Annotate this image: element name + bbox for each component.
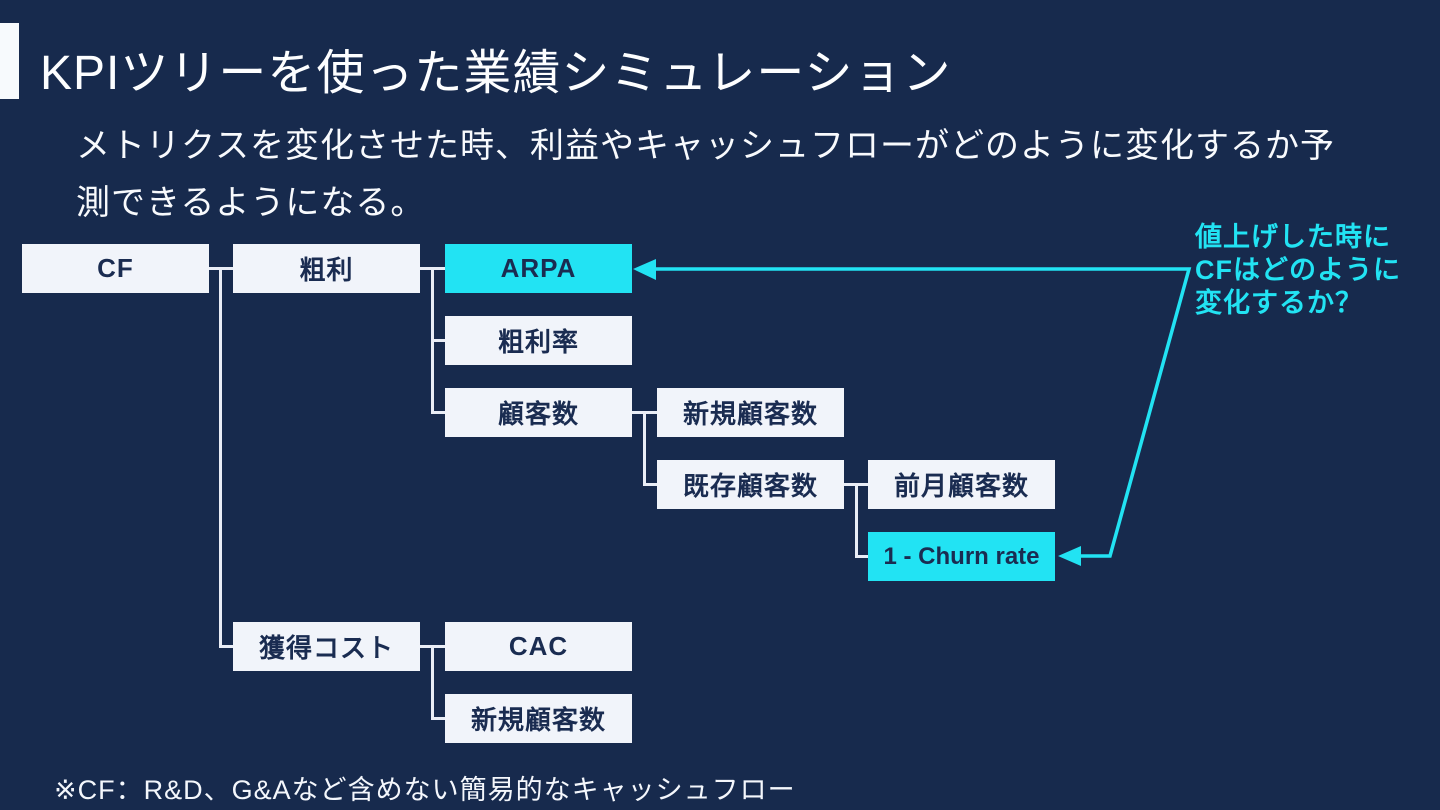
node-label: 粗利率 (497, 327, 579, 357)
connector-line (209, 267, 235, 270)
connector-line (855, 483, 858, 558)
connector-line (431, 339, 446, 342)
connector-line (431, 717, 446, 720)
node-label: CF (97, 253, 134, 283)
node-label: ARPA (500, 253, 577, 283)
arrowhead-to-churn-rate-icon (1058, 546, 1081, 566)
connector-line (219, 267, 222, 648)
node-existing-customers: 既存顧客数 (657, 460, 844, 509)
node-arpa: ARPA (445, 244, 632, 293)
page-title: KPIツリーを使った業績シミュレーション (40, 47, 952, 100)
node-label: 1 - Churn rate (883, 542, 1040, 570)
node-prev-month-customers: 前月顧客数 (868, 460, 1055, 509)
node-label: 新規顧客数 (682, 399, 818, 429)
annotation-callout: 値上げした時に CFはどのように 変化するか？ (1195, 222, 1401, 318)
node-churn-rate: 1 - Churn rate (868, 532, 1055, 581)
node-label: 獲得コスト (258, 633, 394, 663)
node-gross-profit: 粗利 (233, 244, 420, 293)
node-label: 顧客数 (497, 399, 579, 429)
connector-line (643, 483, 658, 486)
node-cf: CF (22, 244, 209, 293)
node-label: 既存顧客数 (682, 471, 818, 501)
node-label: 粗利 (299, 255, 354, 285)
connector-line (431, 411, 446, 414)
node-customers: 顧客数 (445, 388, 632, 437)
node-new-customers-acquisition: 新規顧客数 (445, 694, 632, 743)
node-acquisition-cost: 獲得コスト (233, 622, 420, 671)
title-accent-bar (0, 23, 19, 99)
arrowhead-to-arpa-icon (633, 259, 656, 280)
connector-line (855, 555, 869, 558)
node-cac: CAC (445, 622, 632, 671)
node-label: CAC (508, 631, 569, 661)
connector-line (219, 645, 235, 648)
footnote: ※CF：R&D、G&Aなど含めない簡易的なキャッシュフロー (54, 775, 796, 805)
node-label: 前月顧客数 (893, 471, 1029, 501)
connector-line (643, 411, 646, 486)
connector-line (431, 645, 434, 720)
slide-subtitle: メトリクスを変化させた時、利益やキャッシュフローがどのように変化するか予 測でき… (76, 127, 1335, 222)
node-label: 新規顧客数 (470, 705, 606, 735)
node-new-customers: 新規顧客数 (657, 388, 844, 437)
node-gross-margin: 粗利率 (445, 316, 632, 365)
